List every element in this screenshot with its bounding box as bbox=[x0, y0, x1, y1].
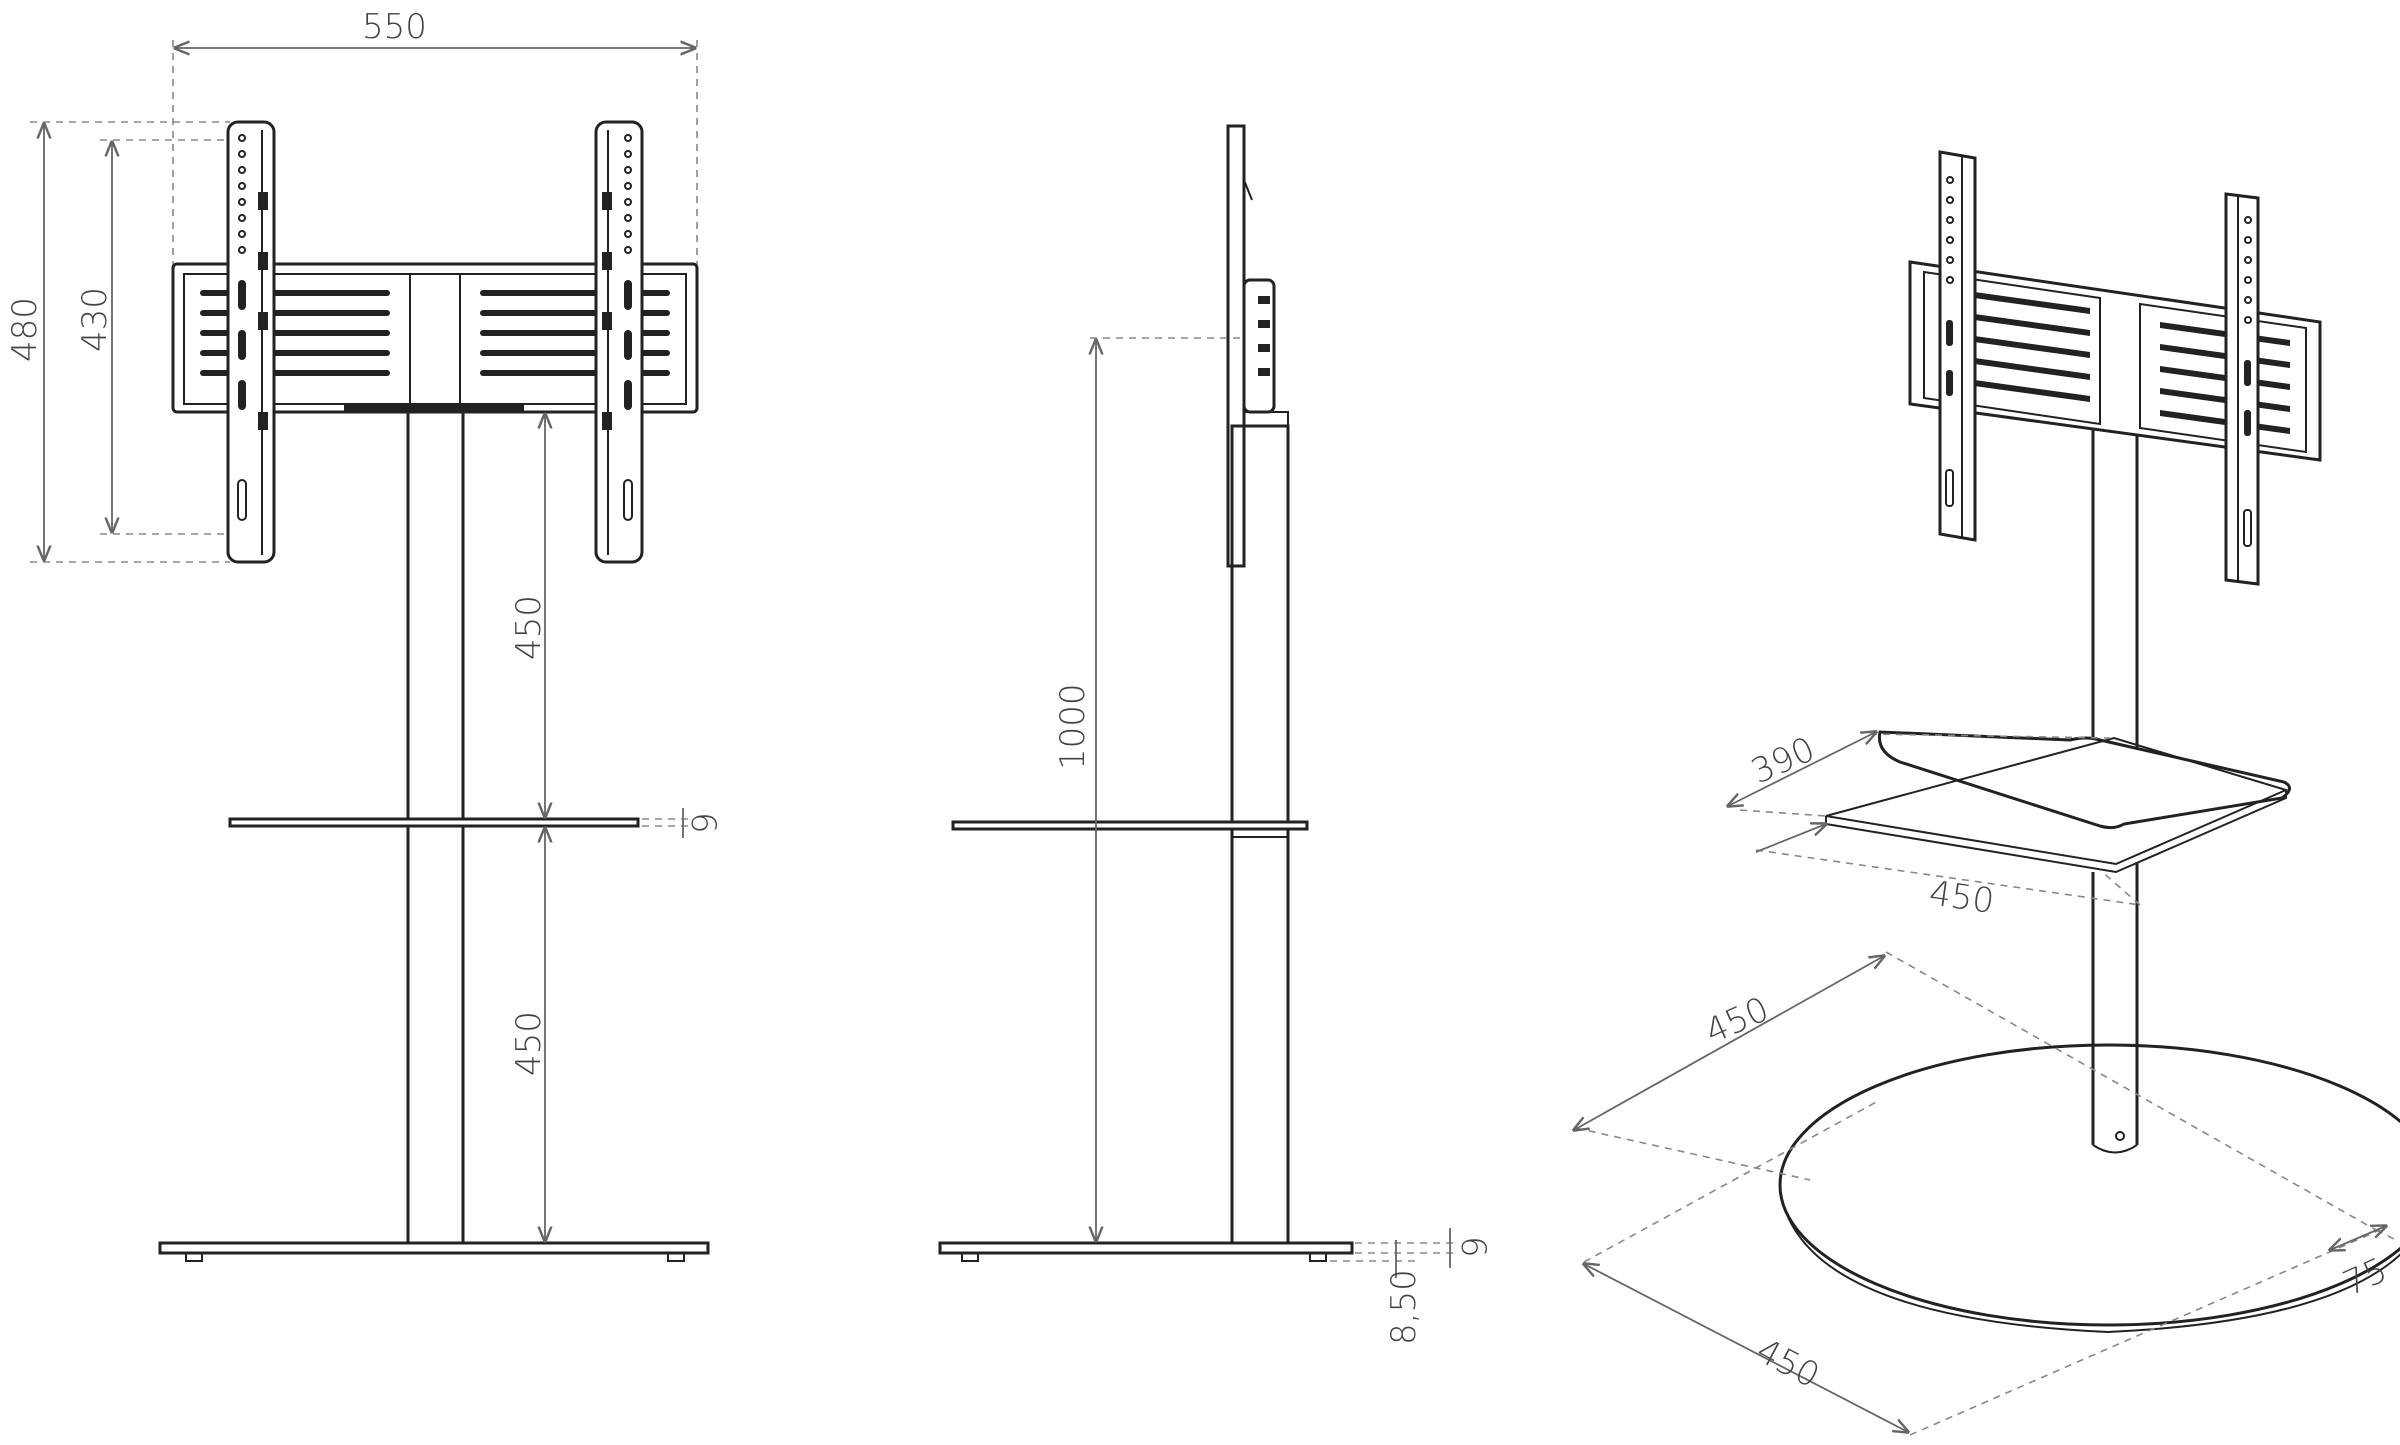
iso-right-arm bbox=[2224, 192, 2260, 586]
iso-base-height-label: 75 bbox=[2337, 1250, 2393, 1304]
front-lower-gap-label: 450 bbox=[509, 1011, 549, 1076]
front-shelf-thickness-label: 6 bbox=[683, 812, 723, 834]
iso-base bbox=[1778, 1043, 2400, 1327]
front-width-dimension: 550 bbox=[172, 7, 698, 270]
iso-column-upper bbox=[2091, 420, 2139, 786]
front-upper-gap-label: 450 bbox=[509, 595, 549, 660]
front-left-arm bbox=[226, 120, 276, 564]
side-foot-right bbox=[1309, 1252, 1327, 1262]
front-outer-height-label: 480 bbox=[5, 297, 45, 362]
side-mount-plate bbox=[1226, 124, 1246, 568]
side-foot-left bbox=[961, 1252, 979, 1262]
front-foot-left bbox=[185, 1252, 203, 1262]
side-height-dimension: 1000 bbox=[1053, 337, 1244, 1241]
iso-shelf-top bbox=[1877, 730, 2291, 830]
front-inner-height-label: 430 bbox=[75, 287, 115, 352]
front-view: 550 480 430 bbox=[5, 7, 723, 1262]
front-inner-height-dimension: 430 bbox=[75, 139, 230, 535]
iso-shelf-depth-label: 390 bbox=[1745, 729, 1821, 792]
side-foot-height-dimension: 8,50 bbox=[1330, 1240, 1424, 1345]
front-lower-gap-dimension: 450 bbox=[509, 828, 549, 1241]
side-height-label: 1000 bbox=[1053, 683, 1093, 770]
side-base bbox=[938, 1241, 1354, 1255]
iso-shelf-width-label: 450 bbox=[1927, 873, 1997, 922]
front-shelf bbox=[228, 817, 640, 828]
front-shelf-thickness-dimension: 6 bbox=[642, 808, 723, 838]
front-outer-height-dimension: 480 bbox=[5, 121, 230, 563]
side-foot-height-label: 8,50 bbox=[1384, 1269, 1424, 1345]
side-column-cap bbox=[1243, 411, 1289, 427]
iso-base-width-a-dimension: 450 bbox=[1574, 951, 2377, 1231]
side-view: 1000 6 8,50 bbox=[938, 124, 1493, 1345]
iso-base-width-a-label: 450 bbox=[1699, 989, 1775, 1052]
isometric-view: 390 450 450 450 75 bbox=[1574, 150, 2400, 1436]
iso-left-arm bbox=[1938, 150, 1977, 542]
iso-base-width-b-dimension: 450 bbox=[1584, 1099, 2381, 1436]
side-shelf bbox=[951, 820, 1309, 831]
front-base bbox=[158, 1241, 710, 1255]
iso-column-lower bbox=[2091, 862, 2139, 1145]
front-width-label: 550 bbox=[362, 7, 427, 47]
side-base-thickness-label: 6 bbox=[1453, 1236, 1493, 1258]
iso-shelf-width-dimension: 450 bbox=[1755, 824, 2141, 922]
side-base-thickness-dimension: 6 bbox=[1355, 1228, 1493, 1268]
front-upper-gap-dimension: 450 bbox=[509, 414, 549, 817]
front-right-arm bbox=[594, 120, 644, 564]
front-foot-right bbox=[667, 1252, 685, 1262]
iso-base-width-b-label: 450 bbox=[1750, 1331, 1826, 1397]
